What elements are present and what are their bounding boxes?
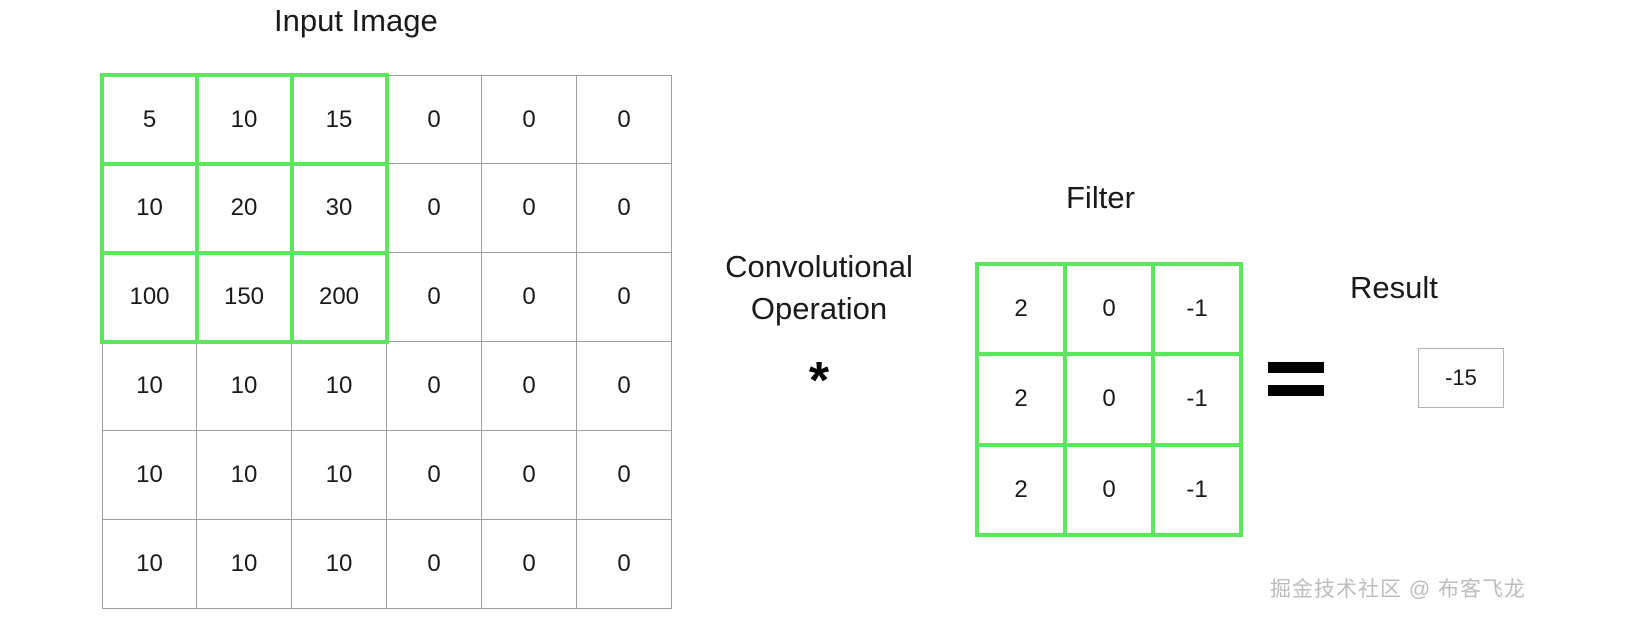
input-cell: 100 [102,253,197,342]
watermark: 掘金技术社区 @ 布客飞龙 [1270,578,1526,601]
input-cell: 0 [482,431,577,520]
input-cell: 200 [292,253,387,342]
input-cell: 0 [482,253,577,342]
filter-title: Filter [1066,180,1135,215]
equals-bar-top [1268,362,1324,373]
input-cell: 30 [292,164,387,253]
convolution-label-line2: Operation [750,291,888,327]
input-cell: 0 [482,342,577,431]
input-cell: 10 [102,431,197,520]
input-cell: 10 [197,431,292,520]
convolution-label-line1: Convolutional [725,249,913,284]
input-cell: 0 [482,75,577,164]
filter-cell: 2 [979,446,1063,533]
input-cell: 0 [387,520,482,609]
equals-icon [1268,362,1324,398]
filter-grid: 2 0 -1 2 0 -1 2 0 -1 [975,262,1243,537]
input-cell: 10 [197,75,292,164]
result-title: Result [1350,270,1438,305]
input-cell: 10 [102,342,197,431]
input-cell: 5 [102,75,197,164]
input-cell: 10 [197,342,292,431]
filter-cell: 0 [1067,356,1151,443]
filter-cell: -1 [1155,266,1239,353]
input-image-grid: 5 10 15 0 0 0 10 20 30 0 0 0 100 150 200… [102,75,672,609]
input-cell: 0 [577,253,672,342]
input-cell: 0 [387,431,482,520]
input-cell: 0 [387,75,482,164]
input-cell: 10 [292,520,387,609]
filter-cell: -1 [1155,356,1239,443]
input-cell: 0 [577,431,672,520]
convolution-operation-label: Convolutional Operation [694,246,944,330]
input-cell: 0 [387,164,482,253]
equals-bar-bottom [1268,385,1324,396]
input-cell: 15 [292,75,387,164]
filter-cell: 2 [979,356,1063,443]
input-cell: 0 [577,75,672,164]
input-cell: 10 [102,520,197,609]
input-cell: 10 [197,520,292,609]
input-cell: 150 [197,253,292,342]
filter-cell: -1 [1155,446,1239,533]
input-cell: 20 [197,164,292,253]
input-cell: 0 [482,164,577,253]
input-cell: 0 [387,342,482,431]
input-cell: 0 [577,342,672,431]
filter-cell: 0 [1067,446,1151,533]
input-cell: 0 [577,164,672,253]
input-cell: 10 [292,431,387,520]
input-cell: 10 [102,164,197,253]
input-cell: 0 [577,520,672,609]
input-cell: 0 [482,520,577,609]
input-cell: 0 [387,253,482,342]
input-cell: 10 [292,342,387,431]
result-value-box: -15 [1418,348,1504,408]
filter-cell: 0 [1067,266,1151,353]
input-image-title: Input Image [274,3,438,38]
asterisk-operator: * [808,352,830,410]
filter-cell: 2 [979,266,1063,353]
